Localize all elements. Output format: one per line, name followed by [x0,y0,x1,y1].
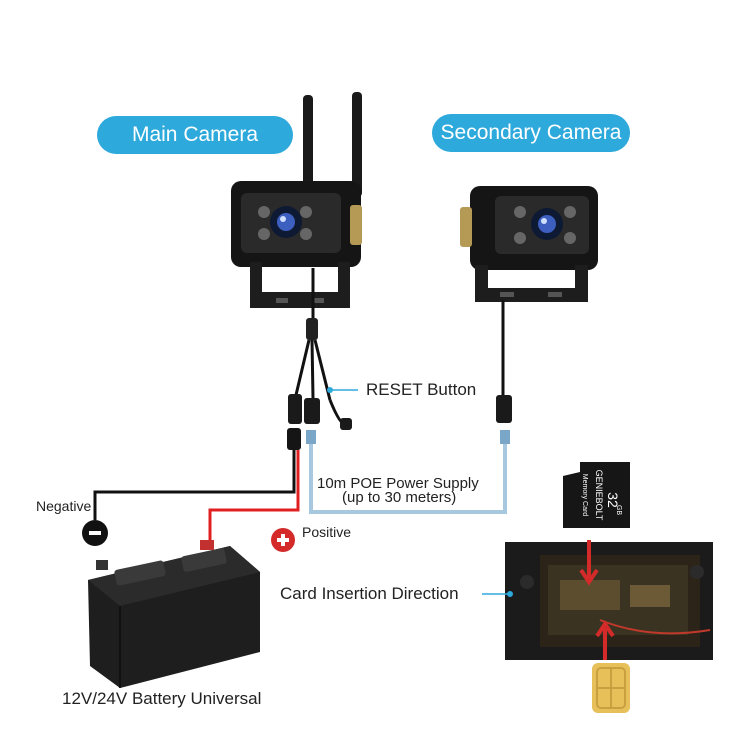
negative-wire [93,450,296,520]
dc-plug [287,428,301,450]
sd-card-unit: GB [615,505,622,515]
secondary-camera-label: Secondary Camera [432,114,630,152]
battery-label: 12V/24V Battery Universal [62,689,262,708]
reset-button-label: RESET Button [366,380,477,399]
rj45-secondary [500,430,510,444]
rj45-main [306,430,316,444]
main-camera-bracket [250,262,350,308]
minus-icon [82,520,108,546]
reset-button-plug [340,418,352,430]
sd-card: GENIEBOLT Memory Card 32 GB [563,462,630,528]
negative-label: Negative [36,498,92,514]
antenna-right [352,92,362,197]
sd-card-brand: GENIEBOLT [594,470,604,521]
poe-label-line1: 10m POE Power Supply [317,475,479,492]
main-camera-label: Main Camera [97,116,293,154]
antenna-left [303,95,313,195]
sd-card-capacity: 32 [605,492,621,508]
sd-card-line1: Memory Card [581,474,588,517]
poe-label-line2: (up to 30 meters) [342,489,457,506]
secondary-camera [460,186,598,444]
plus-icon [271,528,295,552]
main-camera [231,92,362,308]
battery [88,540,260,688]
positive-label: Positive [302,524,352,540]
secondary-camera-bracket [475,265,588,302]
card-slot-photo [505,540,713,660]
sim-chip-icon [592,663,630,713]
poe-cable [309,444,507,514]
positive-wire [208,450,300,548]
card-insertion-label: Card Insertion Direction [280,584,459,603]
